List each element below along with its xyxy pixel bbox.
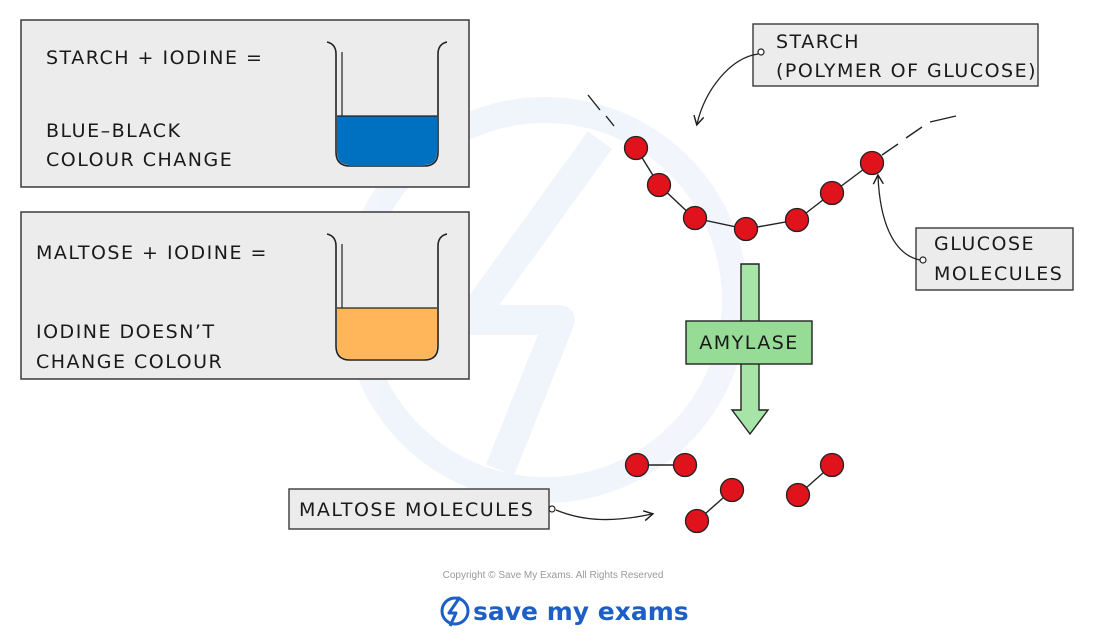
starch-chain [587,94,957,242]
maltose-glucose-unit [684,508,710,534]
callout-arrow [555,509,655,522]
glucose-label-line-2: MOLECULES [934,263,1063,285]
beaker-liquid-orange [337,308,437,359]
callout-dot [919,256,927,264]
starch-result-line-2: COLOUR CHANGE [46,149,233,171]
amylase-reaction-arrow: AMYLASE [685,263,813,436]
glucose-molecule [784,207,810,233]
maltose-result-line-2: CHANGE COLOUR [36,351,223,373]
starch-iodine-test-panel: STARCH + IODINE = BLUE–BLACK COLOUR CHAN… [20,19,470,188]
callout-dot [757,48,765,56]
glucose-molecule [646,172,672,198]
beaker-blue-black [326,41,448,167]
starch-label-line-1: STARCH [776,31,860,53]
glucose-molecule [623,135,649,161]
beaker-orange [326,233,448,361]
maltose-molecules [624,452,845,534]
beaker-liquid-blue [337,116,437,165]
maltose-glucose-unit [785,482,811,508]
maltose-result-line-1: IODINE DOESN’T [36,321,216,343]
glucose-molecule [733,216,759,242]
amylase-label: AMYLASE [699,332,799,354]
label-box [752,23,1039,87]
copyright-text: Copyright © Save My Exams. All Rights Re… [443,570,664,581]
callout-arrow [872,173,921,261]
glucose-molecule [682,205,708,231]
starch-equation-text: STARCH + IODINE = [46,47,263,69]
callout-arrow [693,53,759,127]
lightning-bolt-icon [440,596,470,627]
maltose-glucose-unit [672,452,698,478]
maltose-glucose-unit [624,452,650,478]
glucose-callout: GLUCOSE MOLECULES [872,173,1074,291]
label-box [915,227,1074,291]
save-my-exams-logo: save my exams [440,596,689,627]
glucose-label-line-1: GLUCOSE [934,233,1035,255]
maltose-label: MALTOSE MOLECULES [299,499,534,521]
starch-label-line-2: (POLYMER OF GLUCOSE) [776,60,1037,82]
starch-result-line-1: BLUE–BLACK [46,120,182,142]
callout-dot [548,505,556,513]
maltose-iodine-test-panel: MALTOSE + IODINE = IODINE DOESN’T CHANGE… [20,211,470,380]
maltose-equation-text: MALTOSE + IODINE = [36,242,268,264]
maltose-callout: MALTOSE MOLECULES [288,488,655,530]
amylase-label-box [685,320,813,365]
maltose-glucose-unit [719,477,745,503]
starch-callout: STARCH (POLYMER OF GLUCOSE) [693,23,1039,127]
glucose-molecule [859,150,885,176]
label-box [288,488,550,530]
maltose-glucose-unit [819,452,845,478]
logo-wordmark: save my exams [473,597,689,626]
glucose-molecule [819,180,845,206]
